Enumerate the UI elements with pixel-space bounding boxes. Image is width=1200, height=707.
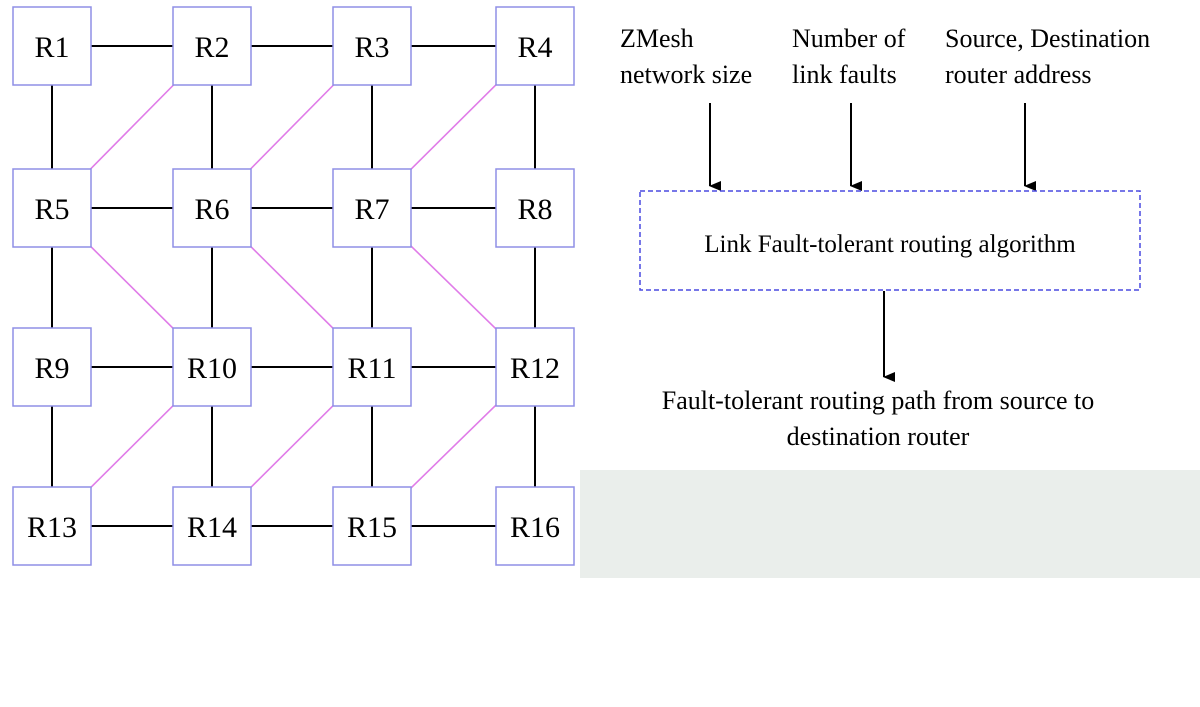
router-box <box>332 6 412 86</box>
router-r14: R14 <box>172 486 252 566</box>
router-label: R6 <box>194 193 229 226</box>
router-box <box>495 486 575 566</box>
router-label: R5 <box>34 193 69 226</box>
router-r4: R4 <box>495 6 575 86</box>
router-box <box>332 327 412 407</box>
router-r16: R16 <box>495 486 575 566</box>
output-line1: Fault-tolerant routing path from source … <box>662 386 1095 415</box>
router-box <box>332 168 412 248</box>
router-box <box>12 327 92 407</box>
router-box <box>172 6 252 86</box>
router-box <box>495 6 575 86</box>
router-label: R11 <box>348 352 397 385</box>
grey-background-panel <box>580 470 1200 578</box>
router-r2: R2 <box>172 6 252 86</box>
algorithm-label: Link Fault-tolerant routing algorithm <box>704 231 1076 258</box>
input-zmesh-size-line1: ZMesh <box>620 24 694 53</box>
output-line2: destination router <box>787 422 970 451</box>
router-label: R13 <box>27 511 77 544</box>
input-link-faults-line2: link faults <box>792 60 897 89</box>
router-box <box>495 327 575 407</box>
input-source-dest-line2: router address <box>945 60 1092 89</box>
router-label: R12 <box>510 352 560 385</box>
router-r13: R13 <box>12 486 92 566</box>
router-label: R7 <box>354 193 389 226</box>
router-r8: R8 <box>495 168 575 248</box>
router-box <box>172 168 252 248</box>
router-label: R4 <box>517 31 552 64</box>
router-label: R9 <box>34 352 69 385</box>
router-box <box>12 6 92 86</box>
router-r10: R10 <box>172 327 252 407</box>
router-r12: R12 <box>495 327 575 407</box>
router-r15: R15 <box>332 486 412 566</box>
input-source-dest-line1: Source, Destination <box>945 24 1150 53</box>
router-r11: R11 <box>332 327 412 407</box>
algorithm-box <box>639 190 1141 291</box>
router-r3: R3 <box>332 6 412 86</box>
router-box <box>332 486 412 566</box>
router-r9: R9 <box>12 327 92 407</box>
router-box <box>12 168 92 248</box>
diagonal-links <box>51 45 536 527</box>
router-r7: R7 <box>332 168 412 248</box>
router-label: R10 <box>187 352 237 385</box>
router-r6: R6 <box>172 168 252 248</box>
router-label: R8 <box>517 193 552 226</box>
router-label: R16 <box>510 511 560 544</box>
router-box <box>172 486 252 566</box>
router-label: R3 <box>354 31 389 64</box>
input-link-faults-line1: Number of <box>792 24 906 53</box>
router-box <box>12 486 92 566</box>
router-box <box>172 327 252 407</box>
flow-inputs: ZMesh network size Number of link faults… <box>620 24 1150 89</box>
router-label: R15 <box>347 511 397 544</box>
router-r1: R1 <box>12 6 92 86</box>
router-label: R14 <box>187 511 237 544</box>
router-box <box>495 168 575 248</box>
router-label: R2 <box>194 31 229 64</box>
input-zmesh-size-line2: network size <box>620 60 752 89</box>
router-label: R1 <box>34 31 69 64</box>
router-r5: R5 <box>12 168 92 248</box>
